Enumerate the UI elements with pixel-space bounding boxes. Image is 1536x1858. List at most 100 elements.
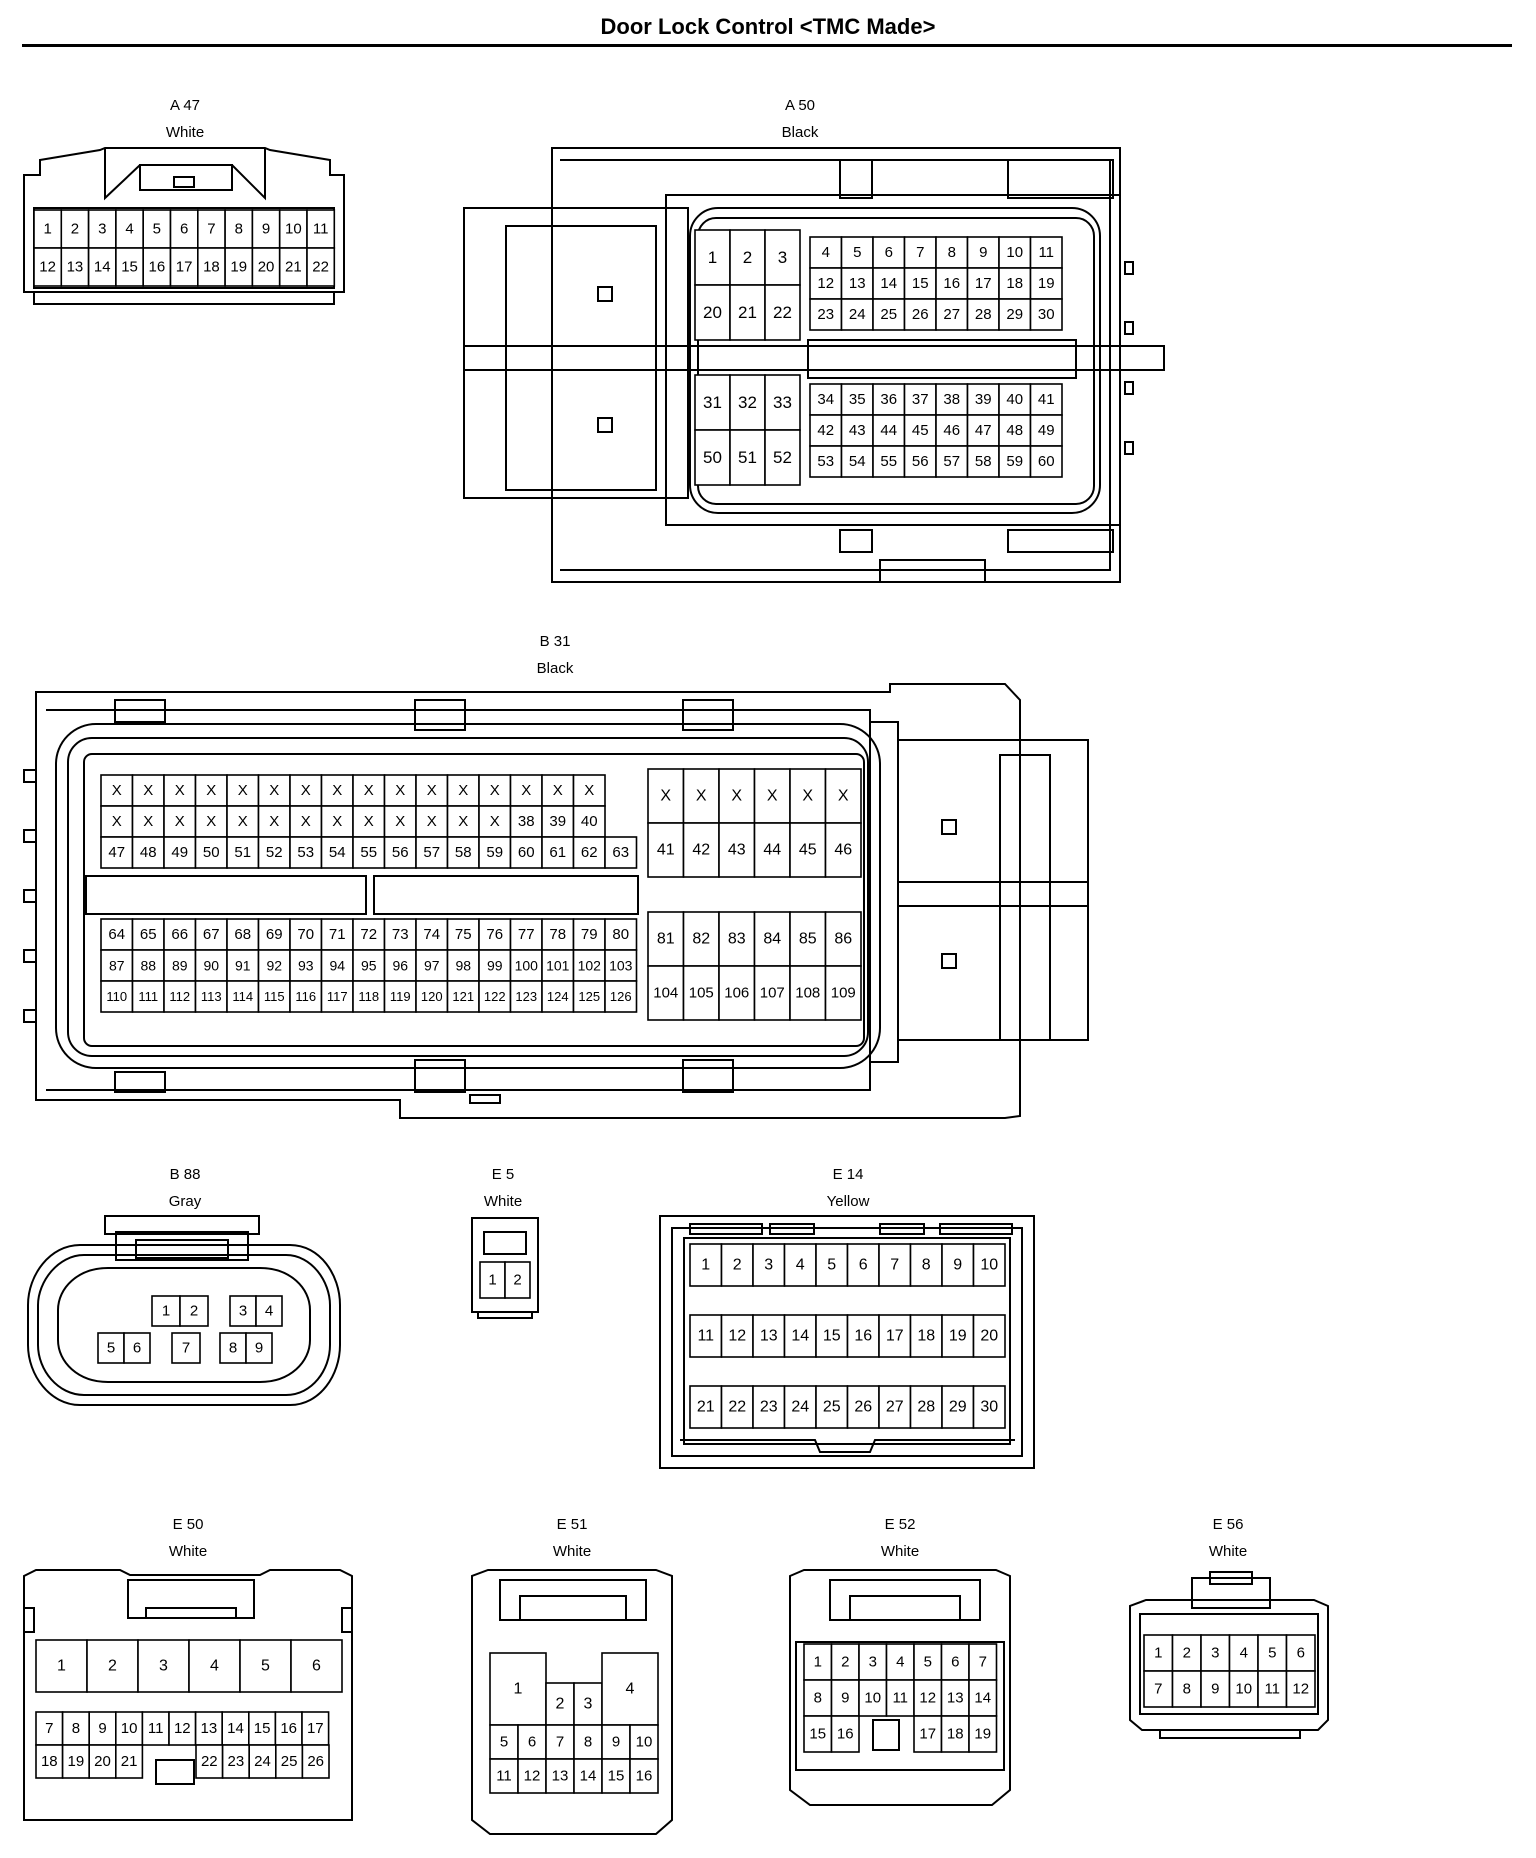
pin-number: 43 <box>728 842 746 859</box>
pin-number: 3 <box>764 1257 773 1274</box>
connector-code: E 52 <box>885 1516 916 1533</box>
pin-number: 8 <box>948 244 956 261</box>
pin-number: 14 <box>791 1328 809 1345</box>
pin-number: 19 <box>230 259 247 276</box>
pin-cell <box>87 247 117 287</box>
pin-cell <box>142 209 172 249</box>
pin-number: X <box>269 782 279 799</box>
page-title: Door Lock Control <TMC Made> <box>600 14 936 39</box>
pin-number: 110 <box>106 989 127 1004</box>
pin-cell <box>141 1711 170 1746</box>
e50-center-key <box>155 1759 195 1785</box>
pin-cell <box>163 836 197 869</box>
pin-number: 55 <box>360 844 377 861</box>
pin-number: 16 <box>837 1726 854 1743</box>
pin-number: 13 <box>760 1328 778 1345</box>
a50-center-key <box>807 339 1077 379</box>
pin-number: X <box>395 813 405 830</box>
pin-number: 56 <box>912 453 929 470</box>
pin-number: X <box>206 813 216 830</box>
connector-code: E 5 <box>492 1166 515 1183</box>
pin-number: 46 <box>834 842 852 859</box>
pin-number: 14 <box>94 259 111 276</box>
pin-number: 12 <box>817 275 834 292</box>
pin-cell <box>718 822 756 878</box>
pin-number: 126 <box>610 989 632 1004</box>
pin-number: 48 <box>1006 422 1023 439</box>
pin-number: X <box>427 813 437 830</box>
pin-number: 58 <box>455 844 472 861</box>
pin-number: 12 <box>919 1690 936 1707</box>
pin-number: 2 <box>513 1272 521 1289</box>
pin-cell <box>885 1679 915 1717</box>
pin-number: 13 <box>849 275 866 292</box>
pin-number: 21 <box>738 303 757 322</box>
pin-number: 87 <box>109 958 125 974</box>
pin-cell <box>909 1243 943 1287</box>
pin-number: 47 <box>975 422 992 439</box>
pin-cell <box>289 949 323 982</box>
pin-number: 22 <box>773 303 792 322</box>
pin-number: 121 <box>452 989 474 1004</box>
pin-cell <box>35 1744 64 1779</box>
pin-number: 11 <box>496 1768 512 1785</box>
pin-cell <box>517 1724 547 1760</box>
pin-cell <box>100 949 134 982</box>
a50-bottom-clip <box>839 529 873 553</box>
e56-bottom-rail <box>1159 1729 1301 1739</box>
pin-number: 44 <box>880 422 897 439</box>
pin-number: 4 <box>896 1654 904 1671</box>
pin-cell <box>940 1715 970 1753</box>
a50-cavity-frame <box>697 217 1095 505</box>
e50-housing <box>23 1569 353 1821</box>
pin-cell <box>840 414 874 447</box>
pin-cell <box>306 247 336 287</box>
connector-color: Yellow <box>827 1193 870 1210</box>
pin-number: 90 <box>203 958 219 974</box>
b31-side-tab <box>23 1009 37 1023</box>
connector-color: Black <box>782 124 819 141</box>
pin-cell <box>251 247 281 287</box>
pin-number: 55 <box>880 453 897 470</box>
pin-number: 12 <box>174 1720 191 1737</box>
pin-cell <box>352 836 386 869</box>
pin-number: 16 <box>280 1720 297 1737</box>
e52-latch-inner <box>849 1595 961 1621</box>
pin-number: 78 <box>549 926 566 943</box>
pin-cell <box>1285 1670 1316 1708</box>
pin-cell <box>789 768 827 824</box>
connector-color: Gray <box>169 1193 202 1210</box>
pin-number: 102 <box>578 958 602 974</box>
pin-number: X <box>696 788 707 805</box>
pin-number: 57 <box>423 844 440 861</box>
pin-cell <box>830 1715 860 1753</box>
pin-cell <box>478 918 512 951</box>
pin-number: 2 <box>71 221 79 238</box>
pin-number: 26 <box>912 306 929 323</box>
pin-number: 5 <box>924 1654 932 1671</box>
e14-housing-inner <box>671 1227 1023 1457</box>
pin-cell <box>689 1314 723 1358</box>
pin-cell <box>278 209 308 249</box>
pin-number: X <box>238 813 248 830</box>
title-divider <box>22 44 1512 47</box>
pin-cell <box>629 1758 659 1794</box>
pin-number: 24 <box>849 306 866 323</box>
b31-bottom-clip <box>682 1059 734 1093</box>
lock-window <box>597 417 613 433</box>
pin-number: 31 <box>703 393 722 412</box>
pin-cell <box>1143 1634 1174 1672</box>
pin-cell <box>941 1243 975 1287</box>
pin-number: 18 <box>947 1726 964 1743</box>
pin-cell <box>137 1639 190 1693</box>
pin-number: 84 <box>763 931 781 948</box>
pin-cell <box>840 298 874 331</box>
pin-cell <box>415 980 449 1013</box>
pin-number: 7 <box>556 1734 564 1751</box>
pin-cell <box>682 965 720 1021</box>
pin-number: 10 <box>1235 1681 1252 1698</box>
pin-number: 19 <box>68 1753 85 1770</box>
pin-number: X <box>269 813 279 830</box>
pin-cell <box>289 918 323 951</box>
